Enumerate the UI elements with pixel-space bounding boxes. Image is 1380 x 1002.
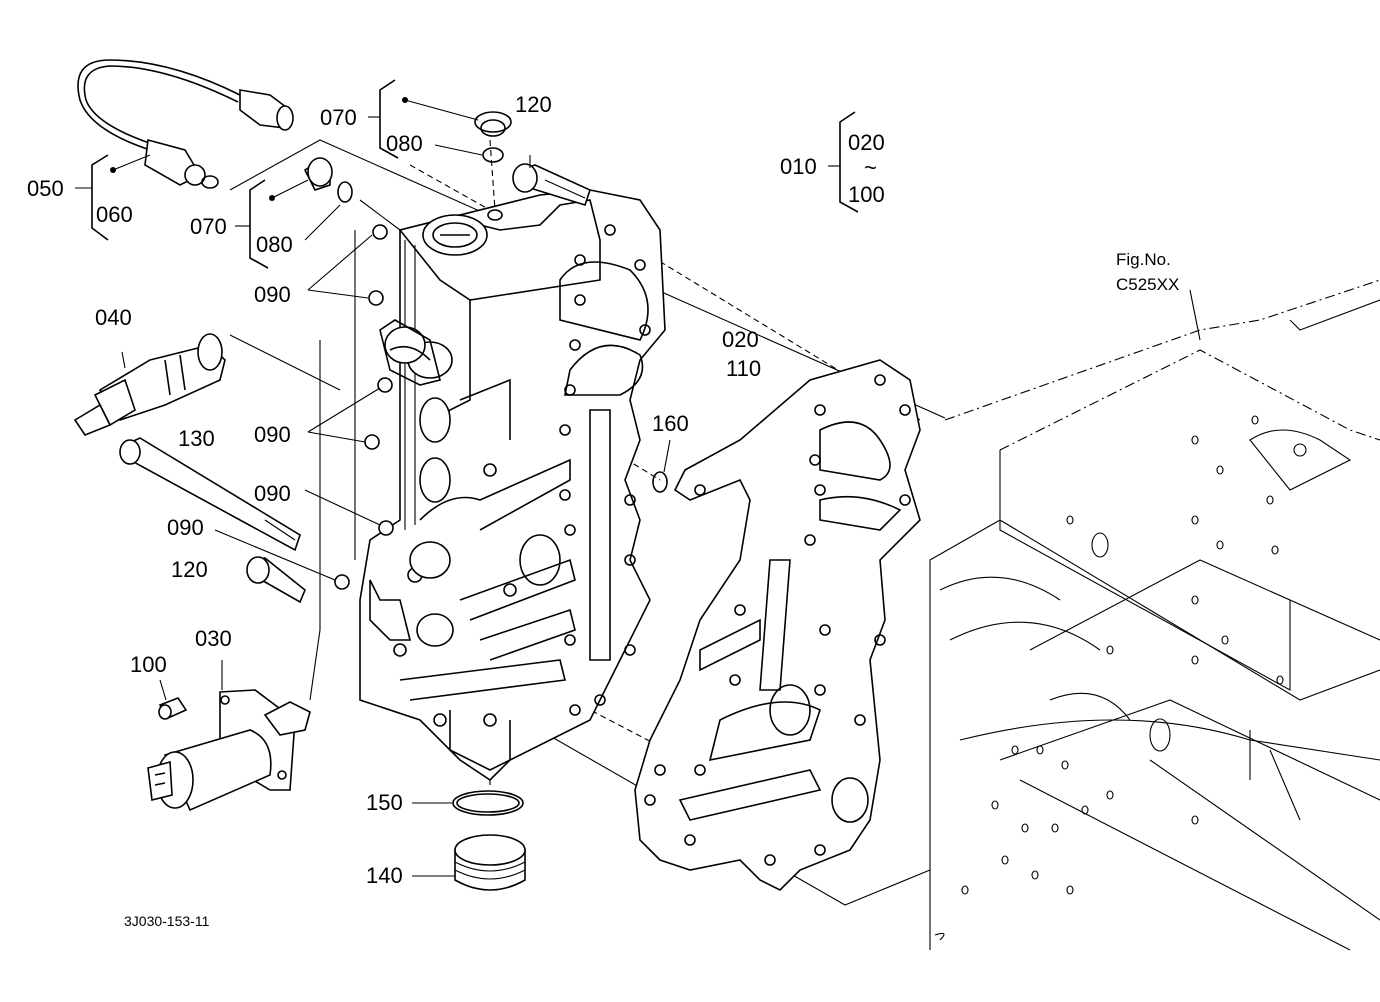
callout-100: 100 bbox=[130, 652, 167, 677]
solenoid-030 bbox=[147, 660, 311, 812]
callout-070-top: 070 bbox=[320, 105, 357, 130]
callout-010: 010 bbox=[780, 154, 817, 179]
callout-140: 140 bbox=[366, 863, 403, 888]
callout-080-mid: 080 bbox=[256, 232, 293, 257]
callout-060: 060 bbox=[96, 202, 133, 227]
brackets bbox=[75, 79, 1201, 341]
callout-120-left: 120 bbox=[171, 557, 208, 582]
callout-090-b: 090 bbox=[254, 422, 291, 447]
steel-balls-090 bbox=[214, 224, 394, 590]
solenoid-040 bbox=[73, 333, 226, 436]
callout-030: 030 bbox=[195, 626, 232, 651]
callout-tilde: ~ bbox=[864, 155, 877, 180]
transmission-housing bbox=[929, 279, 1380, 951]
bolt-120-left bbox=[246, 556, 306, 604]
figref-line1: Fig.No. bbox=[1116, 250, 1171, 269]
bolt-130 bbox=[119, 437, 301, 552]
plug-070-top bbox=[402, 97, 512, 163]
o-ring-150 bbox=[412, 790, 524, 816]
gasket-110 bbox=[634, 359, 921, 891]
figref-line2: C525XX bbox=[1116, 275, 1179, 294]
callout-130: 130 bbox=[178, 426, 215, 451]
callout-100-range: 100 bbox=[848, 182, 885, 207]
valve-body-020 bbox=[359, 189, 666, 782]
plug-070-mid bbox=[269, 157, 353, 241]
callout-080-top: 080 bbox=[386, 131, 423, 156]
drawing-code: 3J030-153-11 bbox=[124, 913, 210, 929]
callout-120-top: 120 bbox=[515, 92, 552, 117]
callout-110: 110 bbox=[726, 356, 761, 381]
callout-020: 020 bbox=[722, 327, 759, 352]
callout-150: 150 bbox=[366, 790, 403, 815]
callout-160: 160 bbox=[652, 411, 689, 436]
callout-070-mid: 070 bbox=[190, 214, 227, 239]
plug-140 bbox=[412, 834, 526, 891]
o-ring-160 bbox=[652, 439, 671, 493]
callout-090-d: 090 bbox=[167, 515, 204, 540]
bolt-120-top bbox=[512, 155, 591, 206]
callout-090-a: 090 bbox=[254, 282, 291, 307]
callout-040: 040 bbox=[95, 305, 132, 330]
callout-020-range: 020 bbox=[848, 130, 885, 155]
callout-050: 050 bbox=[27, 176, 64, 201]
sensor-050 bbox=[77, 59, 294, 189]
callout-090-c: 090 bbox=[254, 481, 291, 506]
callout-labels: 010 020 ~ 100 050 060 070 080 120 070 08… bbox=[27, 92, 1179, 929]
